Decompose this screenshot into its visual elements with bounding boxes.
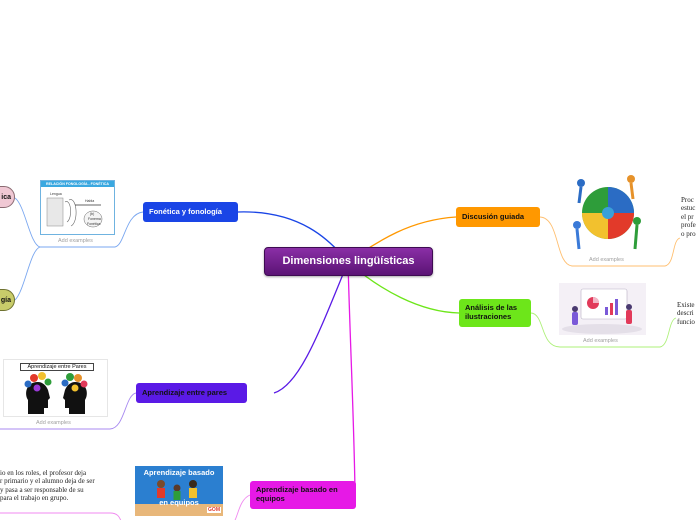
image-analisis[interactable] [559, 283, 646, 335]
image-fonetica-w1: Lengua [50, 192, 62, 196]
topic-analisis-label: Análisis de las ilustraciones [465, 303, 518, 321]
note-discusion-line: estuc [681, 204, 696, 213]
topic-equipos-label: Aprendizaje basado en equipos [256, 485, 338, 503]
note-discusion-line: el pr [681, 212, 694, 221]
connector-fonetica-stub-top [14, 197, 41, 248]
note-discusion-line: profe [681, 221, 696, 230]
subtopic-stub-bottom-label: gía [0, 296, 11, 304]
note-analisis-line: Existe [677, 301, 695, 309]
image-fonetica-w5: Fonética [87, 222, 101, 226]
image-equipos-line1: Aprendizaje basado [143, 468, 215, 477]
connector-equipos [347, 261, 356, 493]
note-equipos-line: io en los roles, el profesor deja [0, 469, 87, 477]
connector-equipos-card [234, 494, 251, 520]
connector-analisis-card [530, 312, 677, 348]
image-fonetica-w4: Fonema [88, 217, 101, 221]
note-analisis-line: descri [677, 309, 694, 318]
note-analisis: Existe descri funcio [677, 301, 695, 326]
add-examples-fonetica[interactable]: Add examples [58, 238, 93, 244]
topic-equipos[interactable]: Aprendizaje basado en equipos [250, 481, 356, 509]
image-equipos[interactable]: Aprendizaje basado en equipos GOM [135, 466, 223, 516]
add-examples-discusion[interactable]: Add examples [589, 257, 624, 263]
connector-discusion-card [539, 216, 681, 267]
note-equipos-line: r primario y el alumno deja de ser [0, 477, 95, 486]
topic-pares[interactable]: Aprendizaje entre pares [136, 383, 247, 403]
connector-fonetica-card [40, 211, 144, 248]
image-analisis-illustration [562, 288, 642, 334]
connector-equipos-note [0, 512, 122, 520]
image-equipos-badge: GOM [207, 507, 221, 513]
topic-fonetica[interactable]: Fonética y fonología [143, 202, 238, 222]
note-analisis-line: funcio [677, 317, 695, 326]
note-equipos-line: y pasa a ser responsable de su [0, 485, 84, 494]
image-pares-heads [24, 372, 88, 414]
image-pares[interactable]: Aprendizaje entre Pares [3, 359, 108, 417]
note-discusion-line: o pro [681, 229, 696, 238]
image-fonetica-title: RELACIÓN FONOLOGÍA - FONÉTICA [41, 181, 114, 187]
topic-discusion-label: Discusión guiada [462, 211, 525, 221]
image-fonetica-diagram [46, 197, 103, 228]
image-equipos-line2: en equipos [159, 498, 199, 507]
add-examples-pares[interactable]: Add examples [36, 420, 71, 426]
central-topic[interactable]: Dimensiones lingüísticas [264, 247, 433, 276]
note-discusion-line: Proc [681, 196, 694, 204]
image-fonetica-w3: (b) [90, 212, 95, 216]
topic-discusion[interactable]: Discusión guiada [456, 207, 540, 227]
image-fonetica-w2: Habla [85, 199, 95, 203]
add-examples-analisis[interactable]: Add examples [583, 338, 618, 344]
subtopic-stub-top-label: ica [1, 193, 11, 201]
image-equipos-scene [135, 480, 223, 516]
image-discusion-puzzle [573, 175, 641, 250]
note-discusion: Proc estuc el pr profe o pro [681, 196, 696, 238]
topic-analisis[interactable]: Análisis de las ilustraciones [459, 299, 531, 327]
connector-pares-card [0, 392, 137, 430]
central-topic-label: Dimensiones lingüísticas [282, 255, 415, 268]
topic-pares-label: Aprendizaje entre pares [142, 387, 228, 397]
connector-fonetica-stub-bottom [14, 246, 41, 301]
connector-pares [273, 261, 349, 394]
note-equipos-line: para el trabajo en grupo. [0, 494, 69, 503]
image-pares-title: Aprendizaje entre Pares [20, 363, 94, 371]
image-fonetica[interactable]: RELACIÓN FONOLOGÍA - FONÉTICA Lengua Hab… [40, 180, 115, 235]
topic-fonetica-label: Fonética y fonología [149, 206, 222, 216]
image-discusion[interactable] [567, 171, 649, 255]
note-equipos: io en los roles, el profesor deja r prim… [0, 469, 95, 503]
